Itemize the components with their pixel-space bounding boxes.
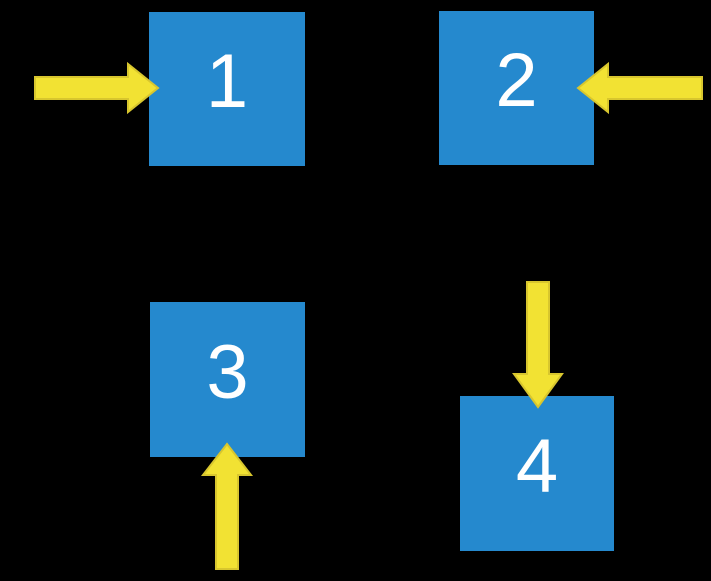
box-2[interactable]: 2	[439, 11, 594, 165]
arrow-right-icon	[34, 61, 160, 115]
box-2-label: 2	[495, 38, 538, 123]
box-4[interactable]: 4	[460, 396, 614, 551]
box-3[interactable]: 3	[150, 302, 305, 457]
arrow-left-icon	[576, 61, 703, 115]
box-4-label: 4	[515, 423, 559, 509]
box-1-label: 1	[205, 39, 249, 124]
box-1[interactable]: 1	[149, 12, 305, 166]
box-3-label: 3	[206, 329, 249, 415]
arrow-down-icon	[512, 281, 564, 409]
arrow-up-icon	[200, 442, 254, 570]
